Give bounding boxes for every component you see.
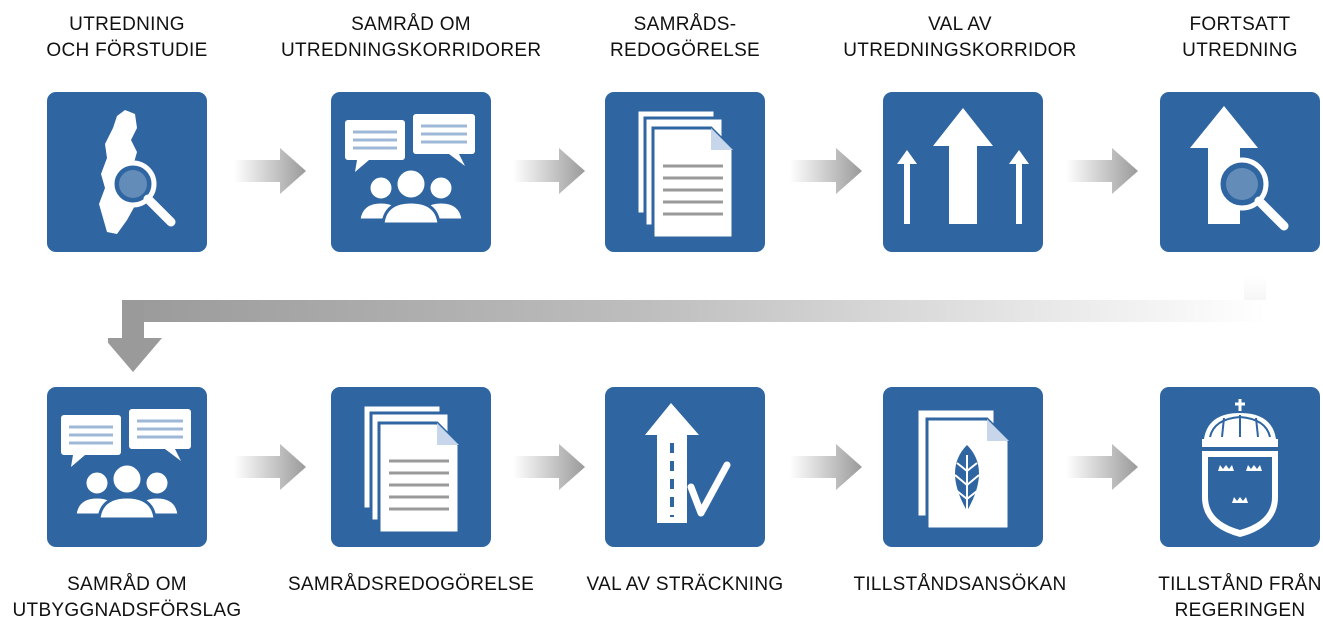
step-1-tile: [47, 92, 207, 252]
arrow-magnifier-icon: [1190, 106, 1289, 231]
step-3-tile: [605, 92, 765, 252]
step-9-tile: [883, 387, 1043, 547]
step-3-label: SAMRÅDS- REDOGÖRELSE: [609, 14, 761, 61]
flow-arrow-8: [1066, 444, 1138, 490]
step-10-tile: [1160, 387, 1320, 547]
step-9-label: TILLSTÅNDSANSÖKAN: [853, 574, 1067, 595]
step-8-tile: [605, 387, 765, 547]
sweden-map-magnifier-icon: [99, 110, 176, 234]
arrows-up-icon: [897, 108, 1029, 224]
step-2-tile: [331, 92, 491, 252]
flow-arrow-6: [513, 444, 585, 490]
step-6-tile: [47, 387, 207, 547]
consultation-people-icon: [345, 114, 475, 226]
flow-arrow-2: [513, 148, 585, 194]
step-2-label: SAMRÅD OM UTREDNINGSKORRIDORER: [281, 14, 542, 61]
documents-icon: [635, 108, 735, 240]
coat-of-arms-icon: [1202, 399, 1278, 537]
step-7-tile: [331, 387, 491, 547]
document-leaf-icon: [915, 407, 1011, 531]
flow-arrow-3: [790, 148, 862, 194]
step-5-label: FORTSATT UTREDNING: [1182, 14, 1298, 61]
flow-arrow-5: [234, 444, 306, 490]
documents-icon: [361, 403, 461, 535]
step-4-tile: [883, 92, 1043, 252]
flow-arrow-4: [1066, 148, 1138, 194]
step-5-tile: [1160, 92, 1320, 252]
step-8-label: VAL AV STRÄCKNING: [586, 574, 784, 595]
consultation-people-icon: [61, 409, 191, 521]
step-4-label: VAL AV UTREDNINGSKORRIDOR: [843, 14, 1077, 61]
road-check-icon: [645, 403, 731, 523]
flow-arrow-1: [234, 148, 306, 194]
step-1-label: UTREDNING OCH FÖRSTUDIE: [46, 14, 208, 61]
step-7-label: SAMRÅDSREDOGÖRELSE: [287, 574, 535, 595]
return-flow-arrow: [104, 276, 1288, 376]
flow-arrow-7: [790, 444, 862, 490]
step-10-label: TILLSTÅND FRÅN REGERINGEN: [1158, 574, 1322, 621]
step-6-label: SAMRÅD OM UTBYGGNADSFÖRSLAG: [12, 574, 242, 621]
